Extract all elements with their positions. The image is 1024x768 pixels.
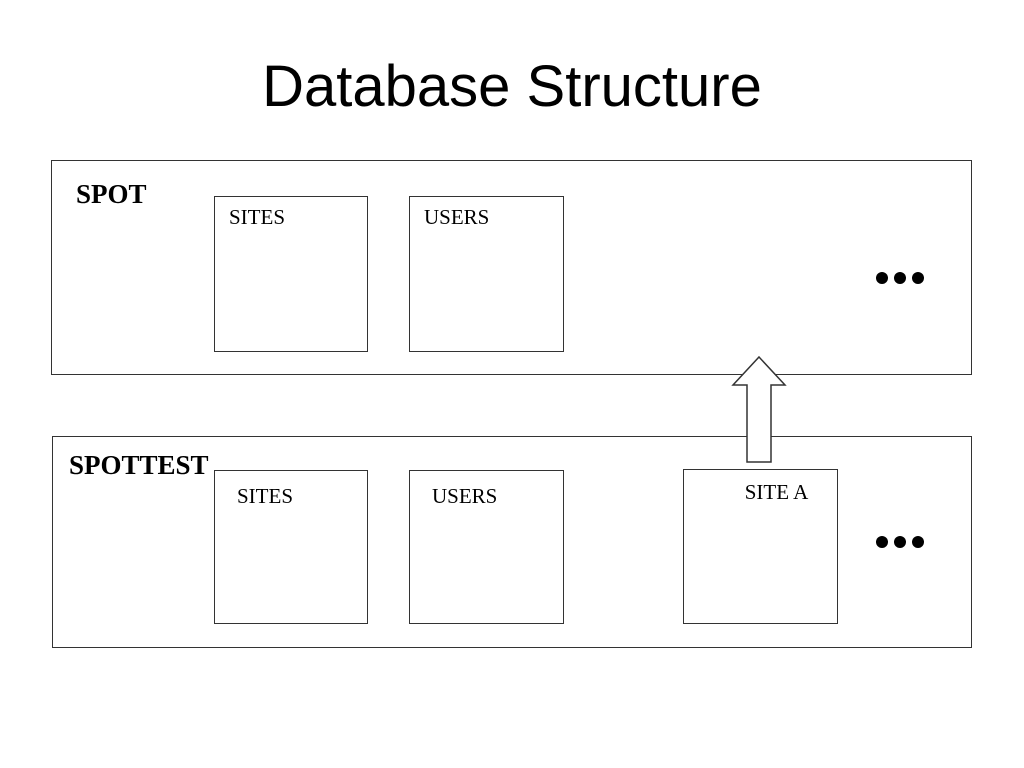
spottest-users-table-box: USERS (409, 470, 564, 624)
page-title: Database Structure (262, 54, 762, 119)
spottest-database-box: SPOTTEST SITES USERS SITE A (52, 436, 972, 648)
ellipsis-dot (876, 272, 888, 284)
ellipsis-dot (912, 272, 924, 284)
spottest-site-a-table-label: SITE A (744, 480, 809, 504)
spot-database-label: SPOT (76, 179, 147, 209)
spottest-sites-table-box: SITES (214, 470, 368, 624)
spottest-sites-table-label: SITES (237, 484, 294, 508)
upward-block-arrow-icon (731, 355, 787, 463)
spottest-site-a-table-box: SITE A (683, 469, 838, 624)
ellipsis-dot (912, 536, 924, 548)
spot-sites-table-label: SITES (229, 205, 286, 229)
ellipsis-dot (876, 536, 888, 548)
spot-users-table-box: USERS (409, 196, 564, 352)
spottest-database-label: SPOTTEST (69, 450, 209, 480)
ellipsis-dot (894, 536, 906, 548)
spot-users-table-label: USERS (424, 205, 490, 229)
spot-database-box: SPOT SITES USERS (51, 160, 972, 375)
ellipsis-icon (876, 536, 924, 548)
ellipsis-dot (894, 272, 906, 284)
spottest-users-table-label: USERS (432, 484, 498, 508)
spot-sites-table-box: SITES (214, 196, 368, 352)
ellipsis-icon (876, 272, 924, 284)
